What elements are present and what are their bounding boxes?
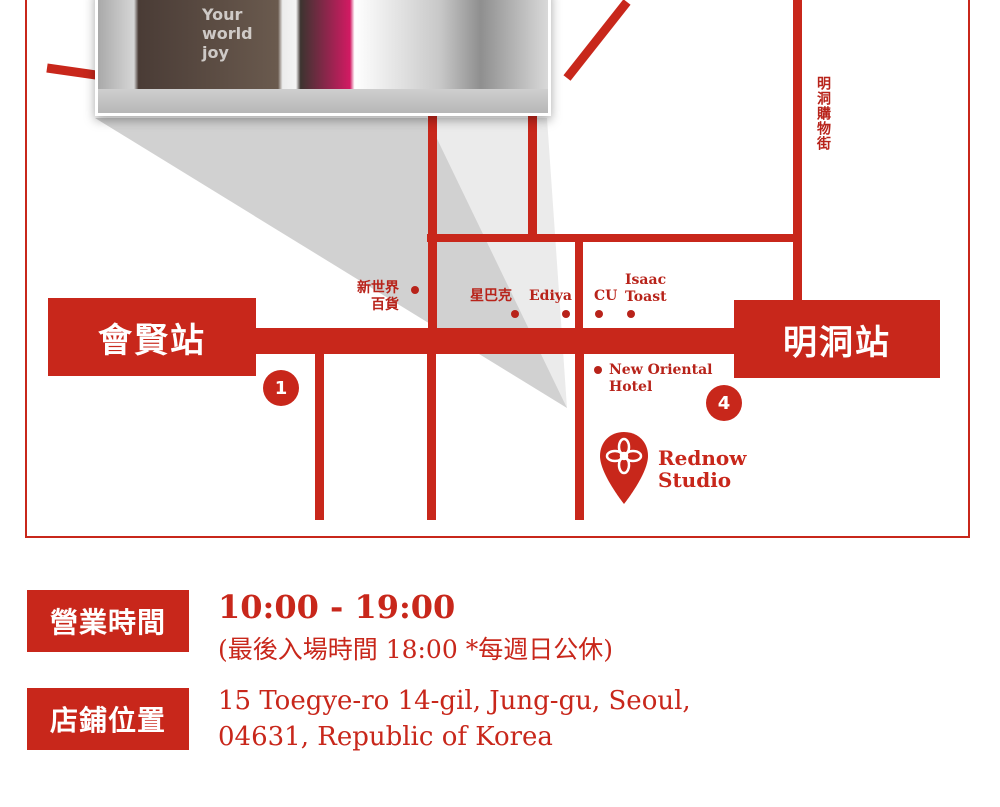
- hours-row: 營業時間: [27, 590, 189, 652]
- main-road: [247, 328, 767, 354]
- upper-road: [427, 234, 799, 242]
- exit-4-badge: 4: [706, 385, 742, 421]
- station-hoehyeon: 會賢站: [48, 298, 256, 376]
- road-v2: [528, 113, 537, 238]
- landmark-ediya: Ediya: [529, 288, 572, 304]
- landmark-shinsegae: 新世界 百貨: [357, 280, 399, 313]
- hours-time: 10:00 - 19:00: [218, 588, 456, 626]
- road-v4: [793, 0, 802, 328]
- hours-label: 營業時間: [27, 590, 189, 652]
- store-photo-sign: Your world joy: [202, 5, 253, 63]
- landmark-hotel: New Oriental Hotel: [609, 362, 713, 395]
- station-myeongdong: 明洞站: [734, 300, 940, 378]
- address-line1: 15 Toegye-ro 14-gil, Jung-gu, Seoul,: [218, 686, 691, 716]
- map: 明洞購物街 會賢站 明洞站 1 4 新世界 百貨 星巴克 Ediya CU Is…: [25, 0, 970, 538]
- landmark-dot: [411, 286, 419, 294]
- store-photo-sidewalk: [98, 89, 548, 113]
- landmark-dot: [595, 310, 603, 318]
- location-row: 店鋪位置: [27, 688, 189, 750]
- store-name: Rednow Studio: [658, 446, 747, 492]
- landmark-cu: CU: [594, 288, 618, 304]
- road-v3: [575, 238, 583, 333]
- landmark-dot: [562, 310, 570, 318]
- landmark-dot: [594, 366, 602, 374]
- road-v1: [428, 113, 437, 335]
- flower-pin-icon: [600, 432, 648, 504]
- landmark-dot: [627, 310, 635, 318]
- road-v5: [315, 348, 324, 520]
- road-v6: [427, 348, 436, 520]
- exit-1-badge: 1: [263, 370, 299, 406]
- store-marker: Rednow Studio: [598, 430, 746, 508]
- address-line2: 04631, Republic of Korea: [218, 722, 553, 752]
- street-label: 明洞購物街: [815, 76, 831, 151]
- landmark-dot: [511, 310, 519, 318]
- hours-note: (最後入場時間 18:00 *每週日公休): [218, 635, 613, 664]
- store-photo: Your world joy: [95, 0, 551, 116]
- road-v7: [575, 348, 584, 520]
- landmark-isaac-toast: Isaac Toast: [625, 272, 667, 305]
- landmark-starbucks: 星巴克: [470, 288, 512, 304]
- location-label: 店鋪位置: [27, 688, 189, 750]
